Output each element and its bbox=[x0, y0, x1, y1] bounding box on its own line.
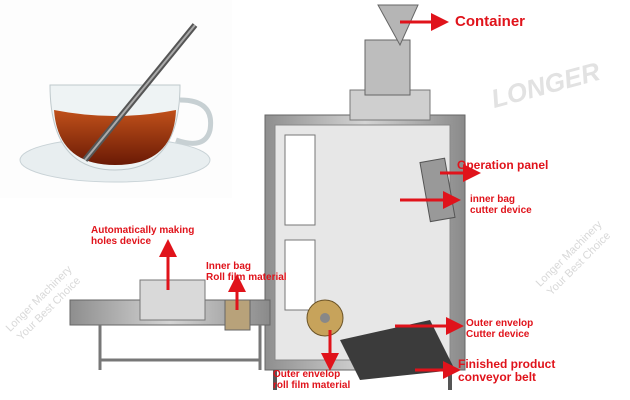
label-container: Container bbox=[455, 13, 526, 30]
label-line: conveyor belt bbox=[458, 369, 537, 384]
label-line: Finished product bbox=[458, 357, 556, 371]
label-operation-panel: Operation panel bbox=[457, 158, 549, 172]
tea-cup-photo bbox=[0, 0, 232, 198]
label-line: inner bag bbox=[470, 194, 516, 205]
label-line: roll film material bbox=[273, 379, 351, 391]
label-line: Roll film material bbox=[206, 271, 287, 283]
label-line: Outer envelop bbox=[466, 318, 534, 329]
label-line: Cutter device bbox=[466, 328, 530, 340]
callout-arrows bbox=[159, 13, 481, 379]
label-line: Automatically making bbox=[91, 225, 195, 236]
label-line: cutter device bbox=[470, 204, 532, 216]
hole-making-device bbox=[69, 279, 271, 370]
label-line: Inner bag bbox=[206, 261, 252, 272]
packing-machine bbox=[264, 4, 466, 390]
label-line: Outer envelop bbox=[273, 369, 341, 380]
label-line: holes device bbox=[91, 235, 152, 247]
